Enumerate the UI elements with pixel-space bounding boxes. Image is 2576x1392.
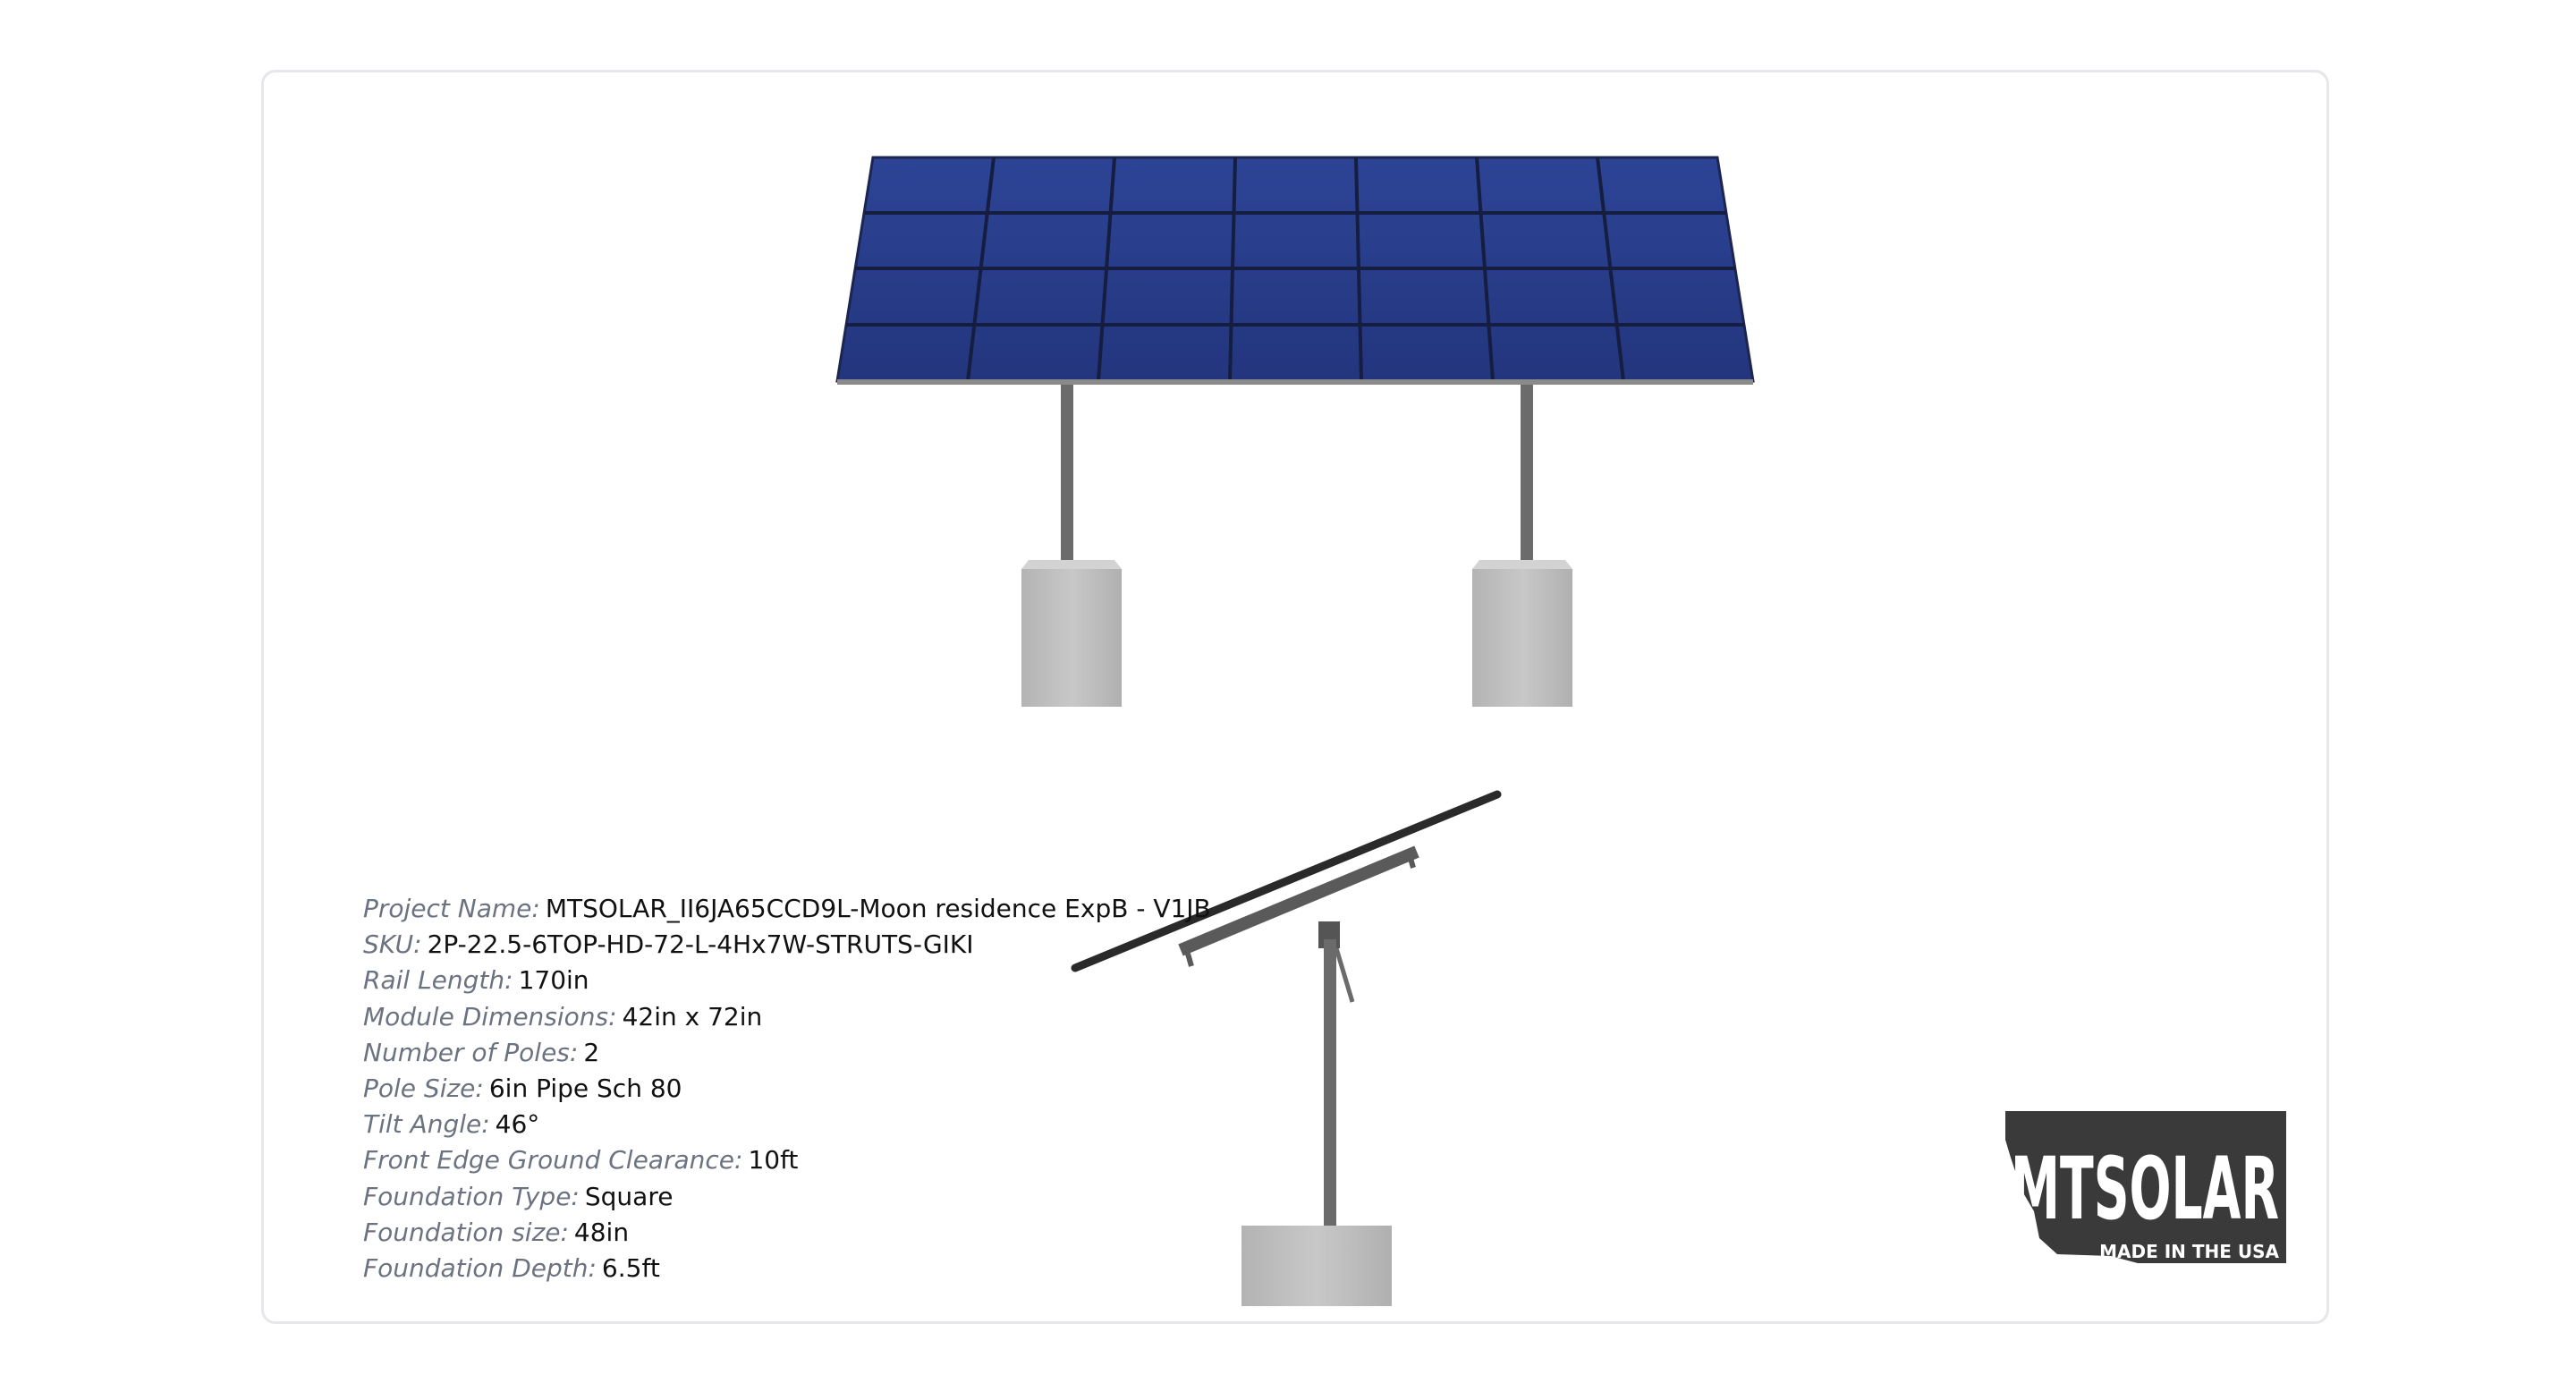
spec-label: Foundation size: xyxy=(363,1217,569,1247)
left-pole-assembly xyxy=(1021,385,1122,707)
spec-value: 6in Pipe Sch 80 xyxy=(488,1074,682,1104)
spec-sku: SKU:2P-22.5-6TOP-HD-72-L-4Hx7W-STRUTS-GI… xyxy=(363,927,1526,963)
right-pole-assembly xyxy=(1472,385,1572,707)
spec-label: Front Edge Ground Clearance: xyxy=(363,1145,743,1176)
logo-brand-text: MTSOLAR xyxy=(2011,1139,2279,1239)
front-view-rendering xyxy=(835,156,1755,707)
tilted-panel-profile xyxy=(1071,790,1502,972)
spec-foundation-size: Foundation size:48in xyxy=(363,1215,1526,1251)
spec-number-of-poles: Number of Poles:2 xyxy=(363,1035,1526,1071)
solar-panel-array xyxy=(835,156,1755,385)
spec-label: Module Dimensions: xyxy=(363,1001,617,1031)
spec-value: MTSOLAR_II6JA65CCD9L-Moon residence ExpB… xyxy=(545,894,1211,923)
spec-label: Project Name: xyxy=(363,894,540,923)
spec-label: Foundation Type: xyxy=(363,1181,580,1211)
spec-tilt-angle: Tilt Angle:46° xyxy=(363,1107,1526,1142)
spec-front-edge-clearance: Front Edge Ground Clearance:10ft xyxy=(363,1142,1526,1178)
montana-state-shape xyxy=(2005,1111,2286,1263)
spec-label: Pole Size: xyxy=(363,1074,484,1104)
spec-label: Tilt Angle: xyxy=(363,1109,490,1140)
spec-value: 46° xyxy=(495,1109,540,1140)
spec-label: SKU: xyxy=(363,929,422,960)
spec-label: Number of Poles: xyxy=(363,1037,579,1067)
logo-tagline-text: MADE IN THE USA xyxy=(2099,1241,2279,1262)
spec-value: 48in xyxy=(573,1217,630,1247)
side-pole xyxy=(1318,921,1355,1270)
spec-value: 2 xyxy=(583,1037,600,1067)
spec-foundation-depth: Foundation Depth:6.5ft xyxy=(363,1251,1526,1286)
mtsolar-logo: MTSOLAR MADE IN THE USA xyxy=(2005,1111,2286,1263)
spec-value: 6.5ft xyxy=(601,1253,660,1284)
spec-foundation-type: Foundation Type:Square xyxy=(363,1179,1526,1215)
side-foundation xyxy=(1241,1226,1392,1306)
spec-value: 10ft xyxy=(748,1145,799,1176)
spec-list: Project Name:MTSOLAR_II6JA65CCD9L-Moon r… xyxy=(363,891,1526,1286)
spec-rail-length: Rail Length:170in xyxy=(363,963,1526,998)
spec-module-dimensions: Module Dimensions:42in x 72in xyxy=(363,999,1526,1035)
spec-label: Foundation Depth: xyxy=(363,1253,597,1284)
side-view-rendering xyxy=(1071,790,1502,1306)
spec-pole-size: Pole Size:6in Pipe Sch 80 xyxy=(363,1071,1526,1107)
spec-label: Rail Length: xyxy=(363,965,513,996)
spec-value: Square xyxy=(584,1181,674,1211)
spec-value: 42in x 72in xyxy=(622,1001,763,1031)
spec-value: 170in xyxy=(518,965,589,996)
spec-project-name: Project Name:MTSOLAR_II6JA65CCD9L-Moon r… xyxy=(363,891,1526,927)
spec-value: 2P-22.5-6TOP-HD-72-L-4Hx7W-STRUTS-GIKI xyxy=(427,929,974,960)
